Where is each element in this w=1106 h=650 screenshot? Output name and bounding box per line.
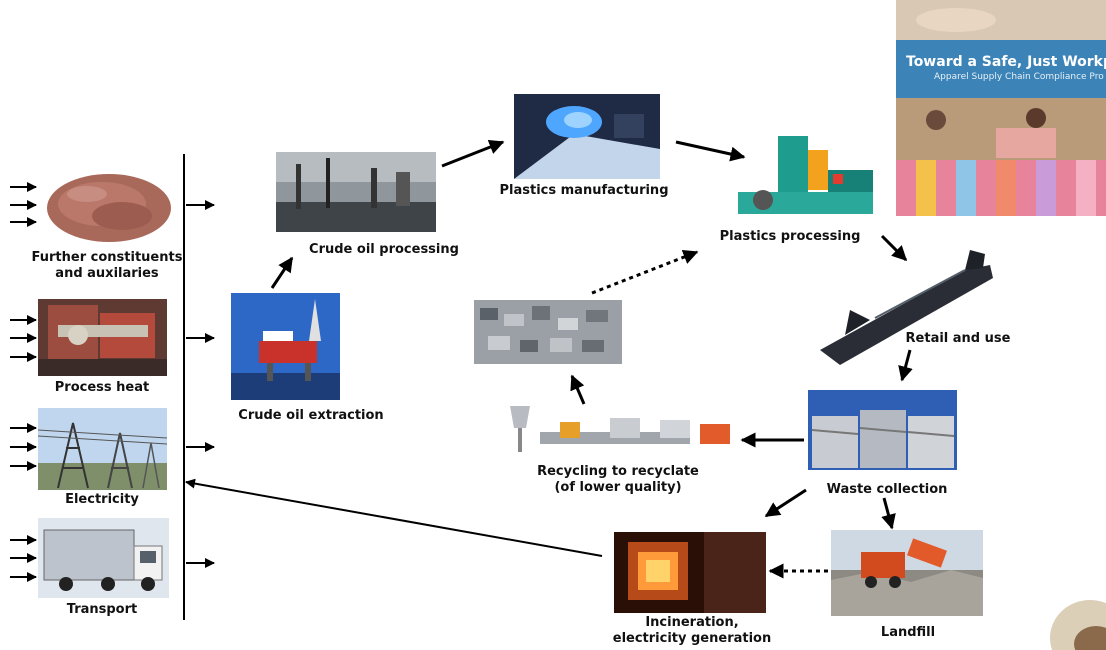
- arrow-retail-to-waste: [898, 349, 913, 382]
- dotted-arrow-recyclate-to-plastics-processing: [591, 249, 699, 295]
- label-waste-collection: Waste collection: [826, 482, 948, 497]
- arrow-incineration-to-electricity: [185, 478, 603, 557]
- label-landfill: Landfill: [880, 625, 936, 640]
- recycling-machine-image: [500, 398, 740, 460]
- crude-oil-processing-image: [276, 152, 436, 232]
- landfill-image: [831, 530, 983, 616]
- retail-and-use-image: [815, 240, 995, 370]
- banner-title: Toward a Safe, Just Workp: [906, 54, 1106, 70]
- plastics-manufacturing-image: [514, 94, 660, 179]
- recyclate-image: [474, 300, 622, 364]
- label-further-constituents: Further constituents and auxilaries: [31, 250, 183, 281]
- plastics-processing-image: [733, 130, 883, 227]
- arrow-extraction-to-processing: [270, 256, 294, 289]
- electricity-image: [38, 408, 167, 490]
- arrow-processing-to-manufacturing: [441, 139, 505, 168]
- label-recycling: Recycling to recyclate (of lower quality…: [537, 464, 699, 495]
- corner-partial-image: [1050, 598, 1106, 650]
- label-incineration: Incineration, electricity generation: [612, 615, 772, 646]
- arrow-manufacturing-to-plastics-processing: [675, 140, 746, 162]
- process-heat-image: [38, 299, 167, 376]
- label-process-heat: Process heat: [54, 380, 150, 395]
- label-plastics-processing: Plastics processing: [719, 229, 861, 244]
- banner-subtitle: Apparel Supply Chain Compliance Pro: [934, 72, 1104, 82]
- label-plastics-manufacturing: Plastics manufacturing: [499, 183, 669, 198]
- crude-oil-extraction-image: [231, 293, 340, 400]
- waste-collection-image: [808, 390, 957, 470]
- apparel-banner-image: Toward a Safe, Just Workp Apparel Supply…: [896, 0, 1106, 216]
- label-crude-oil-extraction: Crude oil extraction: [238, 408, 384, 423]
- arrow-waste-to-incineration: [764, 488, 807, 518]
- further-constituents-image: [42, 166, 176, 246]
- label-retail-and-use: Retail and use: [905, 331, 1011, 346]
- label-transport: Transport: [66, 602, 138, 617]
- arrow-plastics-processing-to-retail: [880, 234, 908, 262]
- input-arrows: [10, 182, 37, 582]
- arrow-recycling-to-recyclate: [570, 374, 586, 405]
- label-electricity: Electricity: [65, 492, 139, 507]
- arrow-waste-to-landfill: [881, 497, 896, 530]
- label-crude-oil-processing: Crude oil processing: [309, 242, 459, 257]
- separator-arrows: [186, 200, 215, 568]
- incineration-image: [614, 532, 766, 613]
- transport-image: [38, 518, 169, 598]
